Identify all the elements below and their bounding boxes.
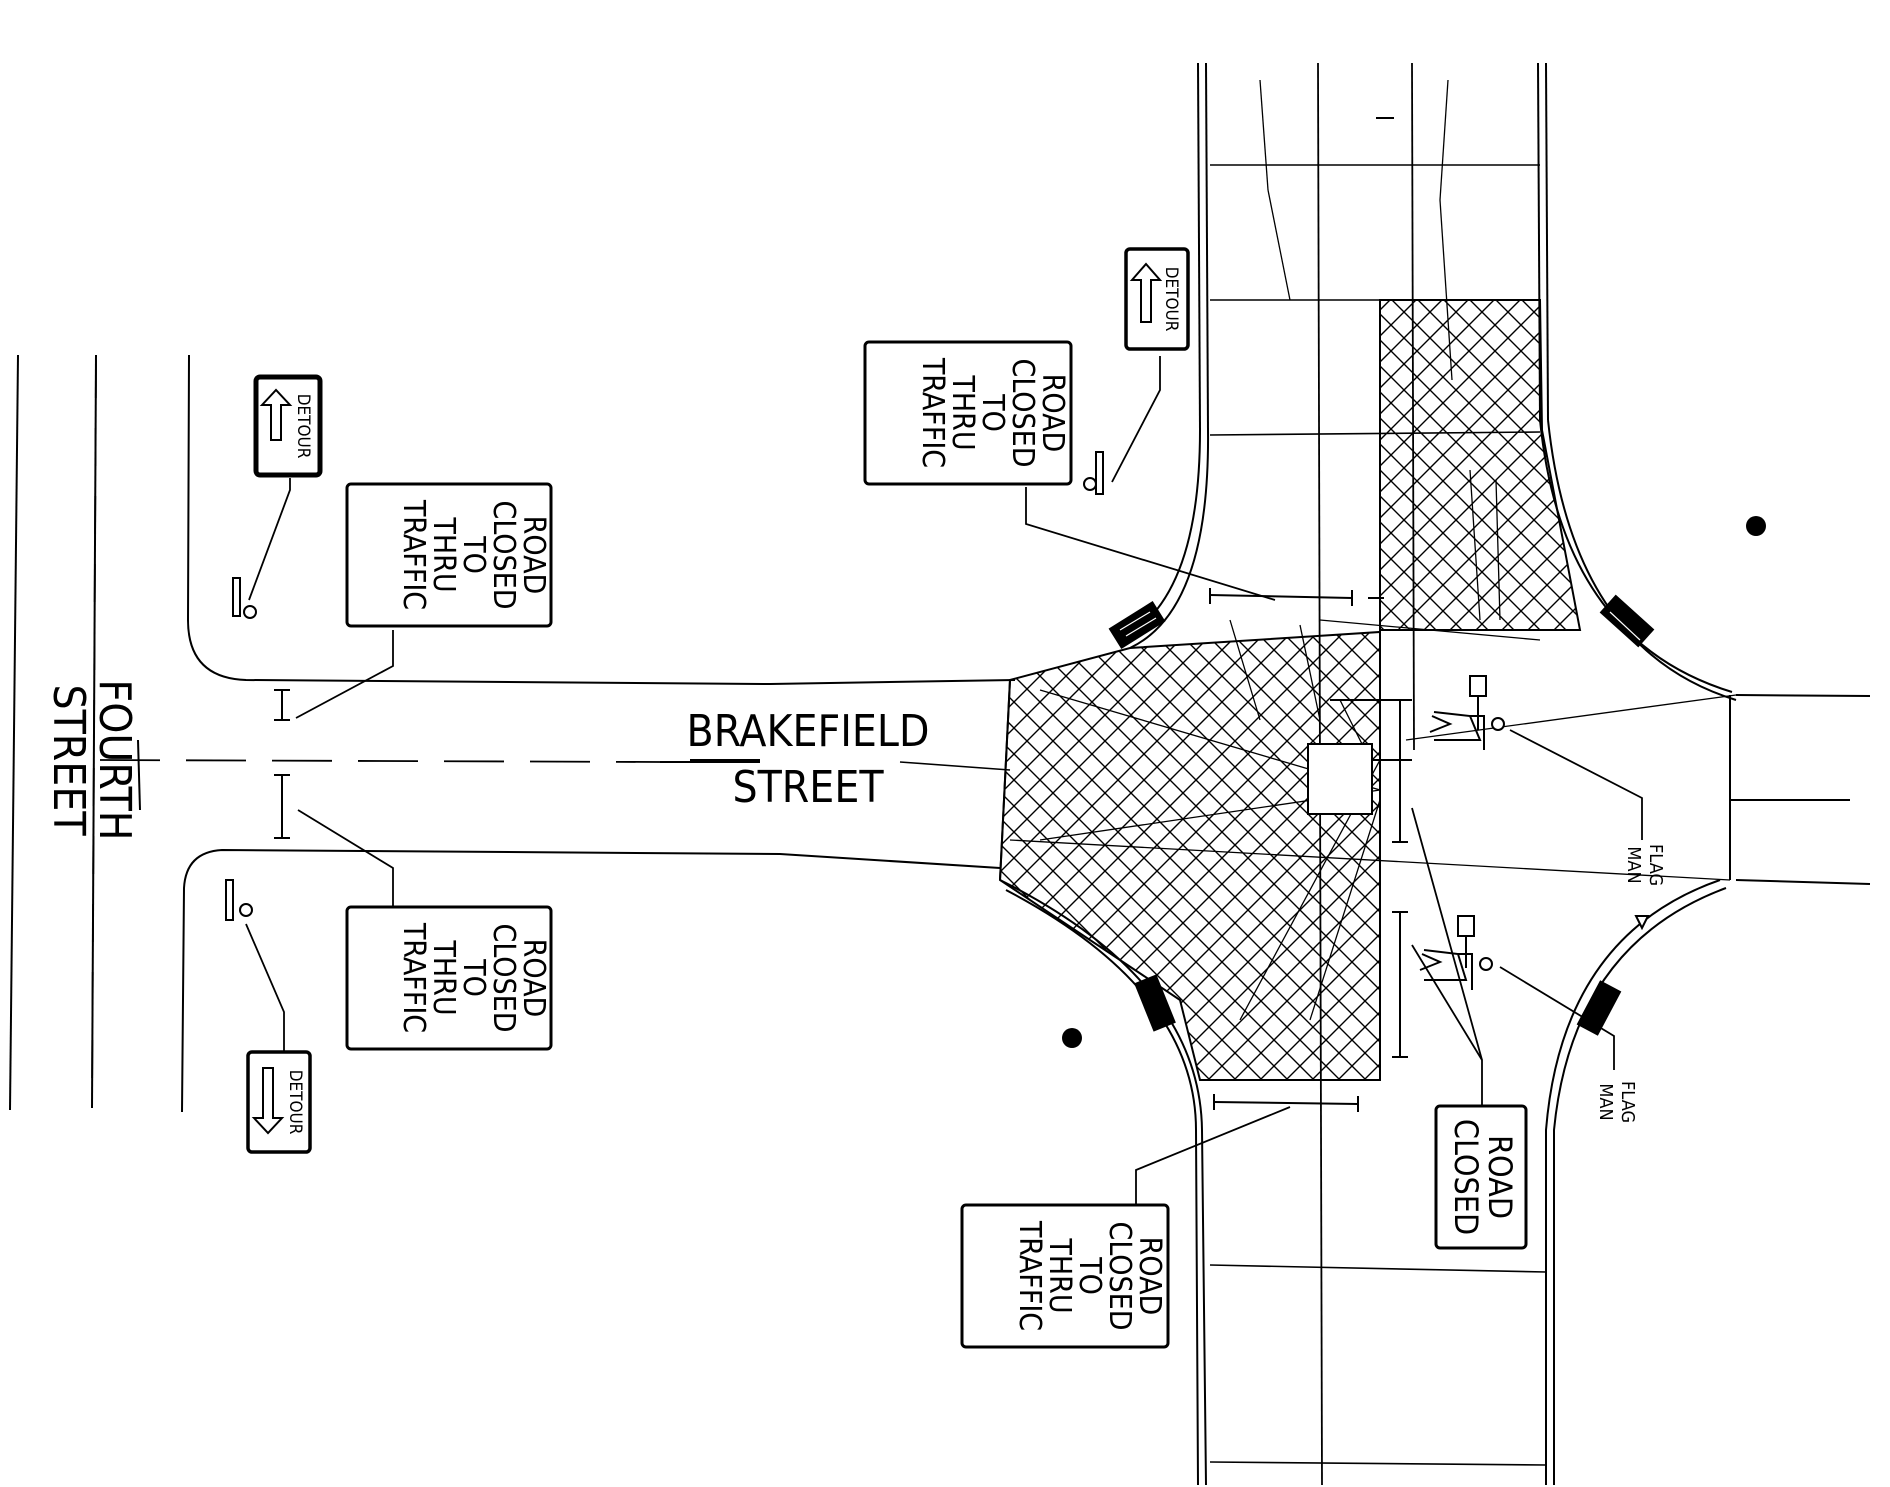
arrow-down-icon <box>251 1067 285 1135</box>
sign-line: TRAFFIC <box>396 922 431 1033</box>
barricade <box>1392 699 1408 843</box>
work-zone <box>998 299 1582 1081</box>
detour-arrows <box>251 262 1163 1135</box>
marker-dot <box>1746 516 1766 536</box>
sign-line: ROAD <box>1035 374 1070 453</box>
barricade <box>1213 1094 1359 1112</box>
sign-post-detour-right <box>1083 451 1104 495</box>
drum-hatch-lines <box>1119 611 1641 647</box>
sign-boxes <box>246 247 1528 1349</box>
sign-line: THRU <box>945 374 980 450</box>
marker-triangle <box>1634 915 1650 931</box>
street-label-fourth: FOURTH <box>89 679 140 840</box>
road-closed-thru-sign-2 <box>345 905 553 1051</box>
sign-line: ROAD <box>516 939 551 1018</box>
sign-post-detour-left-top <box>232 577 257 619</box>
fourth-street <box>9 354 1016 1113</box>
sign-line: ROAD <box>1132 1237 1167 1316</box>
sign-line: CLOSED <box>1005 358 1040 467</box>
barricades <box>274 588 1408 1112</box>
flagman-label: FLAG <box>1617 1081 1638 1123</box>
brakefield-centerline <box>99 759 661 763</box>
flagman-label: MAN <box>1623 846 1644 883</box>
road-closed-sign <box>1434 1104 1528 1250</box>
detour-label: DETOUR <box>1161 267 1181 332</box>
road-closed-thru-sign-3 <box>863 340 1073 486</box>
sign-line: TO <box>456 535 491 574</box>
sign-posts <box>225 451 1104 921</box>
arrow-up-icon <box>1129 262 1163 323</box>
road-closed-thru-sign-4 <box>960 1203 1170 1349</box>
barricade <box>1392 911 1408 1058</box>
sign-post-detour-left-bottom <box>225 879 253 921</box>
flagman-label: MAN <box>1595 1083 1616 1120</box>
sign-line: CLOSED <box>1447 1119 1485 1235</box>
detour-label: DETOUR <box>285 1070 305 1135</box>
sign-line: THRU <box>426 939 461 1015</box>
sign-line: CLOSED <box>486 500 521 609</box>
detour-label: DETOUR <box>293 394 313 459</box>
sign-line: TRAFFIC <box>1012 1220 1047 1331</box>
sign-line: CLOSED <box>1102 1221 1137 1330</box>
fourth-street-centerline <box>91 359 97 1106</box>
sign-line: ROAD <box>516 516 551 595</box>
sign-line: TO <box>1072 1256 1107 1295</box>
street-label-fourth-2: STREET <box>43 685 94 837</box>
sign-line: TO <box>456 958 491 997</box>
channelizer-drums <box>1108 594 1655 1036</box>
barricade <box>1209 588 1353 606</box>
sign-line: CLOSED <box>486 923 521 1032</box>
sign-line: TO <box>975 393 1010 432</box>
sign-line: TRAFFIC <box>915 357 950 468</box>
road-closed-thru-sign-1 <box>345 482 553 628</box>
arrow-up-icon <box>259 388 293 441</box>
sign-line: TRAFFIC <box>396 499 431 610</box>
marker-dot <box>1062 1028 1082 1048</box>
flagman-figure-top <box>1429 675 1505 750</box>
sign-texts: ROAD CLOSED TO THRU TRAFFIC ROAD CLOSED … <box>285 267 1666 1331</box>
street-labels: FOURTH STREET BRAKEFIELD STREET <box>43 679 929 840</box>
street-label-brakefield-2: STREET <box>733 762 885 813</box>
sign-line: ROAD <box>1481 1135 1519 1219</box>
sign-line: THRU <box>426 516 461 592</box>
barricade <box>274 689 290 721</box>
leader-lines <box>245 356 1643 1210</box>
sign-line: THRU <box>1042 1237 1077 1313</box>
barricade <box>274 774 290 839</box>
flagman-figure-bottom <box>1419 915 1493 990</box>
flagman-label: FLAG <box>1645 844 1666 886</box>
street-label-brakefield: BRAKEFIELD <box>687 706 930 757</box>
